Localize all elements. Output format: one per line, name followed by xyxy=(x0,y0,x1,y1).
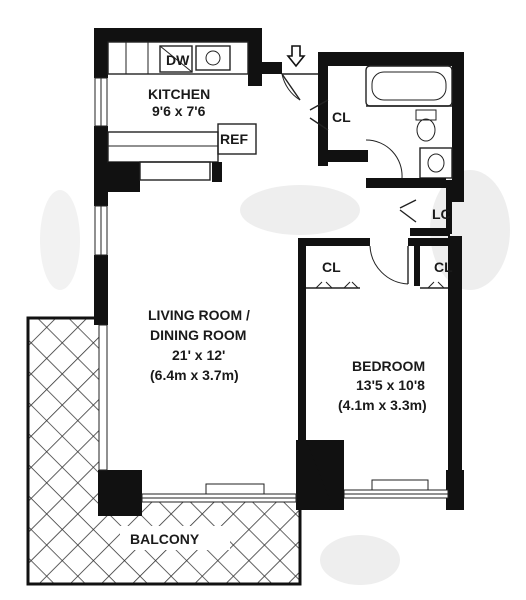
windows-left xyxy=(94,77,108,471)
kitchen-fixtures xyxy=(107,41,257,192)
room-labels: DW KITCHEN 9'6 x 7'6 REF CL LC CL CL LIV… xyxy=(130,52,453,547)
sliding-doors-bottom xyxy=(141,479,449,503)
bathroom xyxy=(365,65,453,188)
kitchen-dimensions: 9'6 x 7'6 xyxy=(152,103,206,119)
entrance-door xyxy=(281,73,318,101)
dishwasher-label: DW xyxy=(166,52,190,68)
living-name-line2: DINING ROOM xyxy=(150,327,246,343)
linen-closet xyxy=(399,198,452,236)
bedroom-walls xyxy=(298,238,448,500)
closet-top-label: CL xyxy=(332,109,351,125)
kitchen-name: KITCHEN xyxy=(148,86,210,102)
bedroom-name: BEDROOM xyxy=(352,358,425,374)
entry-closet xyxy=(309,66,368,166)
bedroom-dimensions: 13'5 x 10'8 xyxy=(356,377,425,393)
bedroom-metric: (4.1m x 3.3m) xyxy=(338,397,427,413)
linen-closet-label: LC xyxy=(432,206,451,222)
living-metric: (6.4m x 3.7m) xyxy=(150,367,239,383)
exterior-walls xyxy=(94,28,464,516)
living-name-line1: LIVING ROOM / xyxy=(148,307,250,323)
balcony-label: BALCONY xyxy=(130,531,200,547)
closet-bedroom-label: CL xyxy=(434,259,453,275)
refrigerator-label: REF xyxy=(220,131,248,147)
closet-living-label: CL xyxy=(322,259,341,275)
entry-arrow-icon xyxy=(286,45,306,68)
living-dimensions: 21' x 12' xyxy=(172,347,225,363)
